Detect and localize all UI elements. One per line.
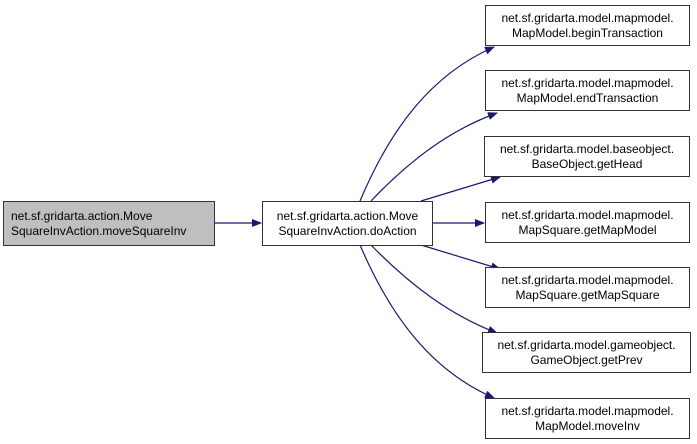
node-getPrev[interactable]: net.sf.gridarta.model.gameobject. GameOb…: [482, 332, 691, 373]
node-beginTransaction[interactable]: net.sf.gridarta.model.mapmodel. MapModel…: [485, 5, 690, 46]
node-doAction[interactable]: net.sf.gridarta.action.Move SquareInvAct…: [262, 201, 433, 246]
edge-doAction-to-getPrev: [370, 244, 498, 334]
node-label-line2: MapSquare.getMapSquare: [515, 287, 660, 302]
node-getHead[interactable]: net.sf.gridarta.model.baseobject. BaseOb…: [484, 136, 690, 177]
node-label-line2: MapModel.moveInv: [535, 418, 640, 433]
node-label-line1: net.sf.gridarta.model.mapmodel.: [501, 10, 674, 25]
node-label-line1: net.sf.gridarta.model.mapmodel.: [501, 207, 674, 222]
node-getMapSquare[interactable]: net.sf.gridarta.model.mapmodel. MapSquar…: [485, 267, 690, 308]
node-label-line1: net.sf.gridarta.model.mapmodel.: [501, 272, 674, 287]
node-label-line1: net.sf.gridarta.action.Move: [11, 208, 153, 223]
edge-doAction-to-endTransaction: [370, 112, 498, 202]
node-getMapModel[interactable]: net.sf.gridarta.model.mapmodel. MapSquar…: [485, 202, 690, 243]
node-label-line1: net.sf.gridarta.action.Move: [276, 208, 419, 223]
node-label-line2: MapModel.beginTransaction: [512, 25, 663, 40]
node-label-line2: GameObject.getPrev: [530, 352, 643, 367]
node-label-line2: SquareInvAction.moveSquareInv: [11, 223, 187, 238]
edge-doAction-to-getMapSquare: [420, 244, 501, 271]
edge-doAction-to-beginTransaction: [359, 46, 495, 202]
node-moveSquareInv[interactable]: net.sf.gridarta.action.Move SquareInvAct…: [3, 201, 215, 246]
node-label-line1: net.sf.gridarta.model.mapmodel.: [501, 75, 674, 90]
node-label-line1: net.sf.gridarta.model.gameobject.: [497, 337, 676, 352]
node-label-line2: BaseObject.getHead: [531, 156, 643, 171]
node-label-line2: SquareInvAction.doAction: [278, 223, 417, 238]
node-endTransaction[interactable]: net.sf.gridarta.model.mapmodel. MapModel…: [485, 70, 690, 111]
edge-doAction-to-getHead: [420, 175, 501, 202]
edge-doAction-to-moveInv: [359, 244, 495, 399]
node-moveInv[interactable]: net.sf.gridarta.model.mapmodel. MapModel…: [485, 398, 690, 439]
node-label-line1: net.sf.gridarta.model.mapmodel.: [501, 403, 674, 418]
node-label-line2: MapModel.endTransaction: [516, 90, 659, 105]
node-label-line2: MapSquare.getMapModel: [518, 222, 657, 237]
node-label-line1: net.sf.gridarta.model.baseobject.: [499, 141, 675, 156]
